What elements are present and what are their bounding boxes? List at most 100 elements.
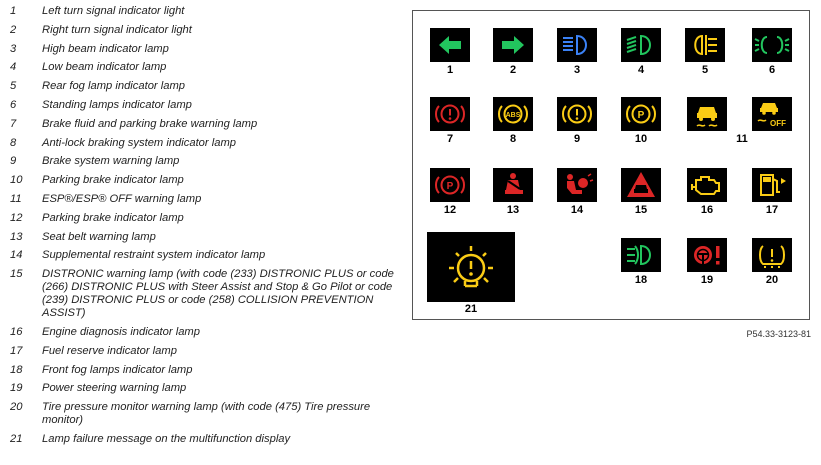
legend-number: 18 <box>10 363 23 376</box>
caption-21: 21 <box>464 303 478 315</box>
legend-text: Right turn signal indicator light <box>42 23 192 36</box>
legend-number: 4 <box>10 61 17 74</box>
caption-10: 10 <box>634 133 648 145</box>
caption-3: 3 <box>573 64 581 76</box>
parking-brake-red-icon: P <box>430 168 470 202</box>
legend-text: Front fog lamps indicator lamp <box>42 363 193 376</box>
legend-number: 9 <box>10 155 17 168</box>
legend-number: 11 <box>10 192 22 205</box>
legend-item: 17 Fuel reserve indicator lamp <box>10 345 400 358</box>
legend-text: Brake system warning lamp <box>42 155 180 168</box>
legend-number: 6 <box>10 98 17 111</box>
legend-text: Low beam indicator lamp <box>42 61 167 74</box>
legend-text: ESP®/ESP® OFF warning lamp <box>42 192 202 205</box>
legend-list: 1 Left turn signal indicator light 2 Right … <box>10 5 400 452</box>
esp-icon <box>687 97 727 131</box>
caption-14: 14 <box>570 204 584 216</box>
legend-item: 12 Parking brake indicator lamp <box>10 212 400 225</box>
legend-item: 6 Standing lamps indicator lamp <box>10 99 400 112</box>
legend-number: 10 <box>10 174 23 187</box>
rear-fog-lamp-icon <box>685 28 725 62</box>
caption-8: 8 <box>509 133 517 145</box>
legend-number: 21 <box>10 432 23 445</box>
parking-red-label: P <box>447 181 454 192</box>
legend-text: Parking brake indicator lamp <box>42 174 184 187</box>
engine-diagnosis-icon <box>687 168 727 202</box>
esp-off-icon: OFF <box>752 97 792 131</box>
legend-number: 13 <box>10 230 23 243</box>
indicator-panel: 1 2 3 4 5 6 7 ABS 8 9 P 10 OFF 11 P <box>412 10 810 320</box>
brake-system-warning-icon <box>557 97 597 131</box>
caption-4: 4 <box>637 64 645 76</box>
legend-text: Rear fog lamp indicator lamp <box>42 80 186 93</box>
legend-item: 1 Left turn signal indicator light <box>10 5 400 18</box>
legend-number: 12 <box>10 211 23 224</box>
legend-item: 5 Rear fog lamp indicator lamp <box>10 80 400 93</box>
legend-item: 4 Low beam indicator lamp <box>10 61 400 74</box>
caption-9: 9 <box>573 133 581 145</box>
caption-13: 13 <box>506 204 520 216</box>
caption-11: 11 <box>736 133 748 145</box>
high-beam-icon <box>557 28 597 62</box>
legend-item: 20 Tire pressure monitor warning lamp (wi… <box>10 401 400 427</box>
distronic-warning-icon <box>621 168 661 202</box>
legend-item: 21 Lamp failure message on the multifunct… <box>10 433 400 446</box>
legend-number: 1 <box>10 5 17 17</box>
legend-text: DISTRONIC warning lamp (with code (233) … <box>42 268 394 320</box>
right-turn-signal-icon <box>493 28 533 62</box>
front-fog-lamp-icon <box>621 238 661 272</box>
legend-number: 17 <box>10 344 23 357</box>
legend-number: 8 <box>10 136 17 149</box>
legend-text: Lamp failure message on the multifunctio… <box>42 432 291 445</box>
legend-text: Tire pressure monitor warning lamp (with… <box>42 401 371 427</box>
caption-15: 15 <box>634 204 648 216</box>
legend-number: 19 <box>10 382 23 395</box>
legend-item: 18 Front fog lamps indicator lamp <box>10 364 400 377</box>
caption-20: 20 <box>765 274 779 286</box>
legend-item: 14 Supplemental restraint system indicato… <box>10 249 400 262</box>
legend-text: Supplemental restraint system indicator … <box>42 249 266 262</box>
caption-2: 2 <box>509 64 517 76</box>
caption-16: 16 <box>700 204 714 216</box>
caption-12: 12 <box>443 204 457 216</box>
legend-number: 5 <box>10 80 17 93</box>
legend-text: Engine diagnosis indicator lamp <box>42 325 200 338</box>
legend-item: 15 DISTRONIC warning lamp (with code (233… <box>10 268 400 320</box>
parking-brake-icon: P <box>621 97 661 131</box>
lamp-failure-icon <box>427 232 515 302</box>
brake-fluid-warning-icon <box>430 97 470 131</box>
legend-text: Standing lamps indicator lamp <box>42 98 192 111</box>
legend-number: 15 <box>10 268 23 281</box>
legend-text: Anti-lock braking system indicator lamp <box>42 136 236 149</box>
caption-5: 5 <box>701 64 709 76</box>
legend-item: 3 High beam indicator lamp <box>10 43 400 56</box>
legend-text: Parking brake indicator lamp <box>42 211 184 224</box>
legend-number: 20 <box>10 401 23 414</box>
legend-text: Left turn signal indicator light <box>42 5 185 17</box>
low-beam-icon <box>621 28 661 62</box>
legend-number: 3 <box>10 42 17 55</box>
caption-17: 17 <box>765 204 779 216</box>
legend-text: Fuel reserve indicator lamp <box>42 344 177 357</box>
caption-6: 6 <box>768 64 776 76</box>
caption-7: 7 <box>446 133 454 145</box>
legend-number: 7 <box>10 117 17 130</box>
legend-number: 2 <box>10 23 17 36</box>
legend-item: 9 Brake system warning lamp <box>10 155 400 168</box>
esp-off-label: OFF <box>770 119 786 128</box>
left-turn-signal-icon <box>430 28 470 62</box>
legend-number: 14 <box>10 249 23 262</box>
caption-18: 18 <box>634 274 648 286</box>
legend-text: High beam indicator lamp <box>42 42 169 55</box>
legend-item: 2 Right turn signal indicator light <box>10 24 400 37</box>
seat-belt-icon <box>493 168 533 202</box>
parking-label: P <box>638 110 645 121</box>
legend-text: Power steering warning lamp <box>42 382 187 395</box>
abs-icon: ABS <box>493 97 533 131</box>
power-steering-warning-icon <box>687 238 727 272</box>
abs-label: ABS <box>506 112 521 119</box>
caption-19: 19 <box>700 274 714 286</box>
